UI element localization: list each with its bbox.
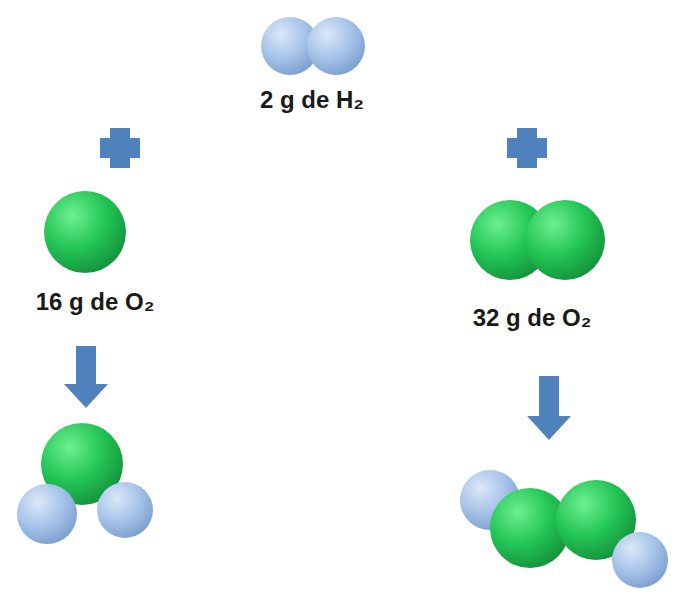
oxygen-atom <box>44 191 126 273</box>
water-molecule <box>17 423 153 544</box>
reaction-arrow <box>527 376 571 440</box>
plus-sign <box>507 128 547 168</box>
hydrogen-atom <box>307 17 365 75</box>
peroxide-molecule <box>460 470 668 588</box>
mass-label: 32 g de O₂ <box>473 304 592 333</box>
oxygen-molecule <box>470 200 605 280</box>
oxygen-atom <box>525 200 605 280</box>
hydrogen-atom <box>612 532 668 588</box>
hydrogen-atom <box>17 484 77 544</box>
mass-label: 16 g de O₂ <box>36 288 155 317</box>
plus-sign <box>100 128 140 168</box>
reaction-arrow <box>64 346 108 408</box>
mass-label: 2 g de H₂ <box>260 86 364 115</box>
hydrogen-atom <box>97 482 153 538</box>
hydrogen-molecule <box>261 17 365 75</box>
